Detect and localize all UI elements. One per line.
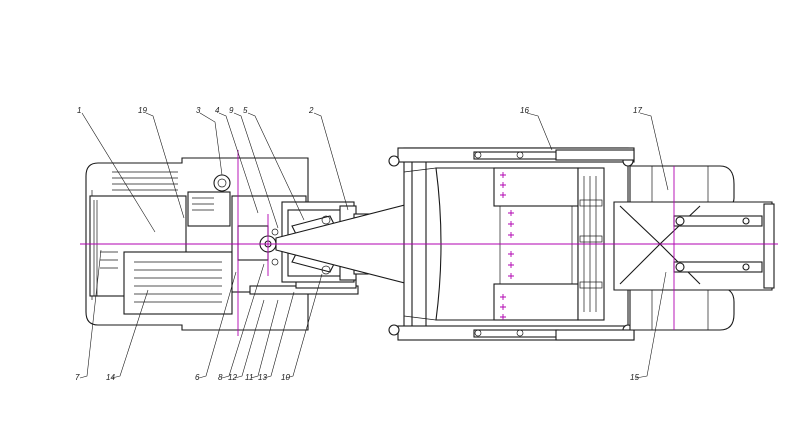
callout-19: 19 [138, 106, 147, 115]
callout-1: 1 [77, 106, 81, 115]
callout-4: 4 [215, 106, 220, 115]
callout-13: 13 [258, 373, 267, 382]
callout-7: 7 [75, 373, 80, 382]
callout-labels: 1 19 3 4 9 5 2 16 17 7 14 6 8 12 11 13 1… [75, 106, 642, 382]
callout-12: 12 [228, 373, 237, 382]
leader-lines [79, 112, 669, 379]
center-lines [80, 150, 778, 336]
callout-17: 17 [633, 106, 642, 115]
trailer-frame [388, 147, 635, 341]
rear-axle [613, 165, 775, 331]
callout-9: 9 [229, 106, 234, 115]
callout-15: 15 [630, 373, 639, 382]
callout-16: 16 [520, 106, 529, 115]
callout-14: 14 [106, 373, 115, 382]
callout-6: 6 [195, 373, 200, 382]
callout-5: 5 [243, 106, 248, 115]
callout-8: 8 [218, 373, 223, 382]
callout-2: 2 [308, 106, 314, 115]
callout-3: 3 [196, 106, 201, 115]
callout-10: 10 [281, 373, 290, 382]
callout-11: 11 [245, 373, 253, 382]
